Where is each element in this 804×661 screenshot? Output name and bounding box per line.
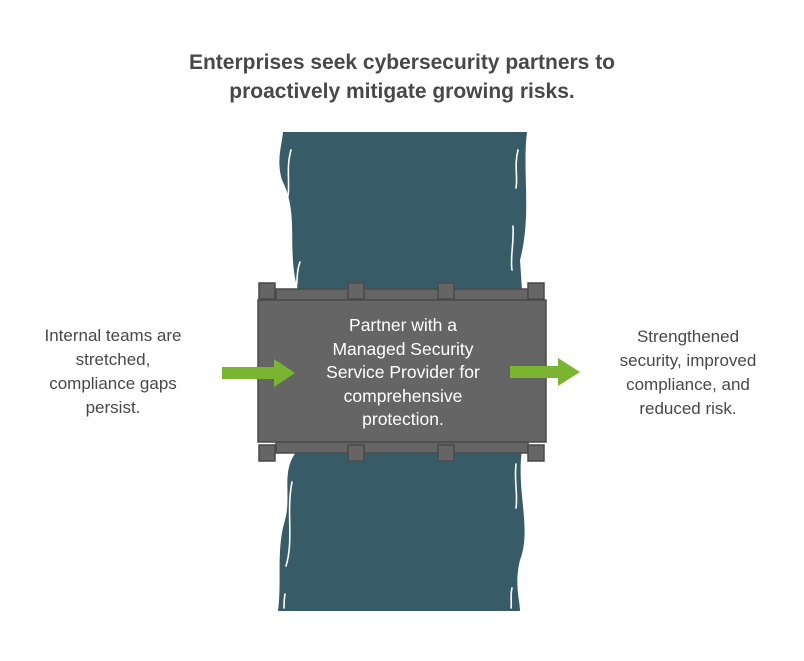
bridge-post-bottom-1	[258, 444, 276, 462]
left-line: Internal teams are	[44, 326, 182, 345]
title-line-1: Enterprises seek cybersecurity partners …	[188, 51, 616, 74]
bridge-deck	[257, 299, 547, 443]
river-lower	[278, 450, 525, 611]
river-line-lower-right	[514, 463, 518, 509]
bridge-post-top-4	[527, 282, 545, 300]
river-line-upper-right-2	[510, 225, 514, 271]
bridge-top-rail	[275, 288, 529, 301]
bridge-post-bottom-2	[347, 444, 365, 462]
bridge-post-bottom-4	[527, 444, 545, 462]
river-line-upper-left-2	[295, 261, 301, 289]
right-line: compliance, and	[626, 375, 750, 394]
river-line-lower-left	[285, 481, 293, 567]
bridge	[257, 282, 547, 462]
bridge-post-bottom-3	[437, 444, 455, 462]
left-arrow-icon	[222, 359, 295, 387]
title-line-2: proactively mitigate growing risks.	[229, 80, 575, 103]
left-description: Internal teams are stretched, compliance…	[20, 324, 206, 420]
right-arrow-icon	[510, 358, 580, 386]
bridge-line: Service Provider for	[326, 362, 480, 382]
river-line-upper-right	[515, 149, 519, 189]
left-line: stretched,	[75, 350, 151, 369]
right-line: Strengthened	[636, 327, 740, 346]
left-line: persist.	[85, 398, 141, 417]
left-line: compliance gaps	[49, 374, 177, 393]
river-line-upper-left	[287, 149, 292, 197]
bridge-post-top-1	[258, 282, 276, 300]
page-title: Enterprises seek cybersecurity partners …	[0, 48, 804, 106]
river-highlights	[283, 149, 519, 609]
right-line: security, improved	[619, 351, 757, 370]
right-line: reduced risk.	[639, 399, 737, 418]
right-description: Strengthened security, improved complian…	[590, 325, 786, 421]
bridge-post-top-3	[437, 282, 455, 300]
bridge-bottom-rail	[275, 441, 529, 454]
bridge-label: Partner with a Managed Security Service …	[278, 314, 528, 432]
river-upper	[279, 132, 527, 290]
bridge-line: comprehensive	[343, 385, 463, 406]
river-line-lower-right-2	[510, 587, 513, 609]
bridge-post-top-2	[347, 282, 365, 300]
river-line-lower-left-2	[283, 593, 286, 609]
bridge-line: Partner with a	[349, 315, 457, 335]
bridge-line: protection.	[362, 409, 444, 429]
bridge-line: Managed Security	[332, 338, 474, 359]
